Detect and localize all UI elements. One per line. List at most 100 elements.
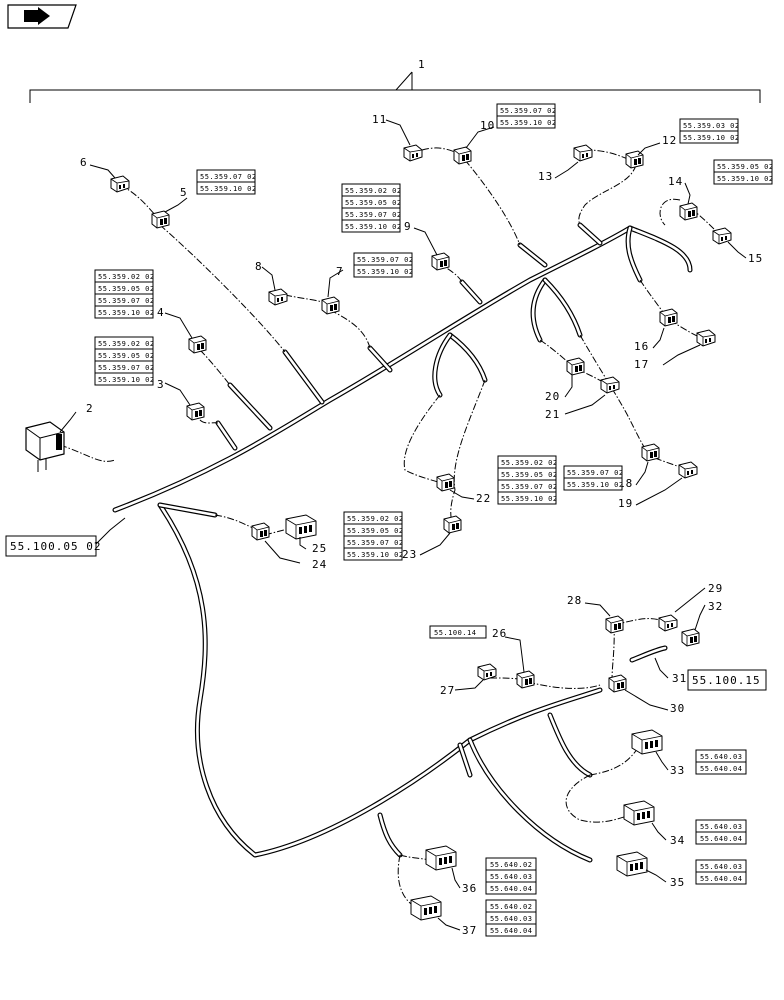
svg-text:55.359.02 02: 55.359.02 02 [501,459,558,467]
callout-1: 1 [418,58,426,71]
connector-33 [631,729,663,755]
leader-lines [59,119,747,931]
ref-group-10: 55.359.07 02 55.359.10 02 [496,103,557,129]
connector-32 [681,628,700,647]
svg-text:55.359.02 02: 55.359.02 02 [98,340,155,348]
svg-text:55.640.03: 55.640.03 [490,873,532,881]
callout-4: 4 [157,306,165,319]
ref-group-18: 55.359.07 02 55.359.10 02 [563,465,623,491]
callout-2: 2 [86,402,94,415]
connector-28 [605,615,624,634]
callout-23: 23 [402,548,417,561]
callout-36: 36 [462,882,477,895]
svg-text:55.359.10 02: 55.359.10 02 [98,376,155,384]
connector-7 [321,296,340,315]
svg-text:55.359.05 02: 55.359.05 02 [98,285,155,293]
control-module [25,421,65,472]
callout-21: 21 [545,408,560,421]
sensor-15 [712,227,732,245]
svg-text:55.359.07 02: 55.359.07 02 [98,297,155,305]
connector-23 [443,515,462,534]
connector-16 [659,308,678,327]
svg-text:55.640.03: 55.640.03 [700,863,742,871]
components [25,144,732,921]
svg-text:55.359.05 02: 55.359.05 02 [717,163,774,171]
callout-33: 33 [670,764,685,777]
callout-19: 19 [618,497,633,510]
callout-15: 15 [748,252,763,265]
callout-32: 32 [708,600,723,613]
svg-text:55.640.04: 55.640.04 [700,875,742,883]
connector-30 [608,674,627,693]
svg-text:55.100.14: 55.100.14 [434,629,476,637]
reference-boxes: 55.359.07 02 55.359.10 02 55.359.02 02 5… [5,103,774,937]
connector-24 [251,522,270,541]
connector-5 [151,210,170,229]
callout-37: 37 [462,924,477,937]
svg-text:55.359.10 02: 55.359.10 02 [500,119,557,127]
connector-14 [679,202,698,221]
callout-24: 24 [312,558,327,571]
svg-text:55.359.10 02: 55.359.10 02 [347,551,404,559]
sensor-29 [658,614,678,632]
return-arrow-icon[interactable] [7,4,77,29]
svg-text:55.359.07 02: 55.359.07 02 [200,173,257,181]
svg-text:55.359.07 02: 55.359.07 02 [357,256,414,264]
ref-group-35: 55.640.03 55.640.04 [695,859,747,885]
ref-group-37: 55.640.02 55.640.03 55.640.04 [485,899,537,937]
svg-text:55.359.07 02: 55.359.07 02 [98,364,155,372]
svg-text:55.359.07 02: 55.359.07 02 [345,211,402,219]
connector-20 [566,357,585,376]
ref-group-22: 55.359.02 02 55.359.05 02 55.359.07 02 5… [497,455,558,505]
svg-text:55.359.10 02: 55.359.10 02 [98,309,155,317]
connector-3 [186,402,205,421]
svg-text:55.359.10 02: 55.359.10 02 [683,134,740,142]
ref-31: 55.100.15 [687,669,767,691]
ref-group-14: 55.359.05 02 55.359.10 02 [713,159,774,185]
svg-text:55.100.05 02: 55.100.05 02 [10,540,101,553]
callout-10: 10 [480,119,495,132]
svg-text:55.359.10 02: 55.359.10 02 [501,495,558,503]
callout-30: 30 [670,702,685,715]
svg-text:55.359.10 02: 55.359.10 02 [345,223,402,231]
callout-29: 29 [708,582,723,595]
sensor-8 [268,288,288,306]
ref-group-33: 55.640.03 55.640.04 [695,749,747,775]
sensor-19 [678,461,698,479]
svg-text:55.359.05 02: 55.359.05 02 [347,527,404,535]
connector-37 [410,895,442,921]
callout-34: 34 [670,834,685,847]
svg-text:55.359.05 02: 55.359.05 02 [501,471,558,479]
svg-text:55.359.10 02: 55.359.10 02 [717,175,774,183]
callout-14: 14 [668,175,683,188]
connector-25 [285,514,317,540]
svg-text:55.359.10 02: 55.359.10 02 [200,185,257,193]
callout-11: 11 [372,113,387,126]
sensor-13 [573,144,593,162]
connector-34 [623,800,655,826]
callout-22: 22 [476,492,491,505]
sensor-17 [696,329,716,347]
connector-10 [453,146,472,165]
svg-text:55.359.02 02: 55.359.02 02 [345,187,402,195]
main-harness [112,222,693,863]
ref-group-34: 55.640.03 55.640.04 [695,819,747,845]
callout-7: 7 [336,265,344,278]
connector-9 [431,252,450,271]
svg-text:55.359.07 02: 55.359.07 02 [347,539,404,547]
svg-text:55.640.03: 55.640.03 [490,915,532,923]
sensor-21 [600,376,620,394]
callout-28: 28 [567,594,582,607]
svg-text:55.640.03: 55.640.03 [700,753,742,761]
callout-26: 26 [492,627,507,640]
callout-35: 35 [670,876,685,889]
connector-26 [516,670,535,689]
svg-text:55.359.07 02: 55.359.07 02 [501,483,558,491]
connector-36 [425,845,457,871]
svg-text:55.359.07 02: 55.359.07 02 [500,107,557,115]
connector-22 [436,473,455,492]
svg-text:55.640.04: 55.640.04 [490,927,532,935]
sensor-11 [403,144,423,162]
callout-numbers: 1 2 3 4 5 6 7 8 9 10 11 12 13 14 15 16 1… [80,58,763,937]
